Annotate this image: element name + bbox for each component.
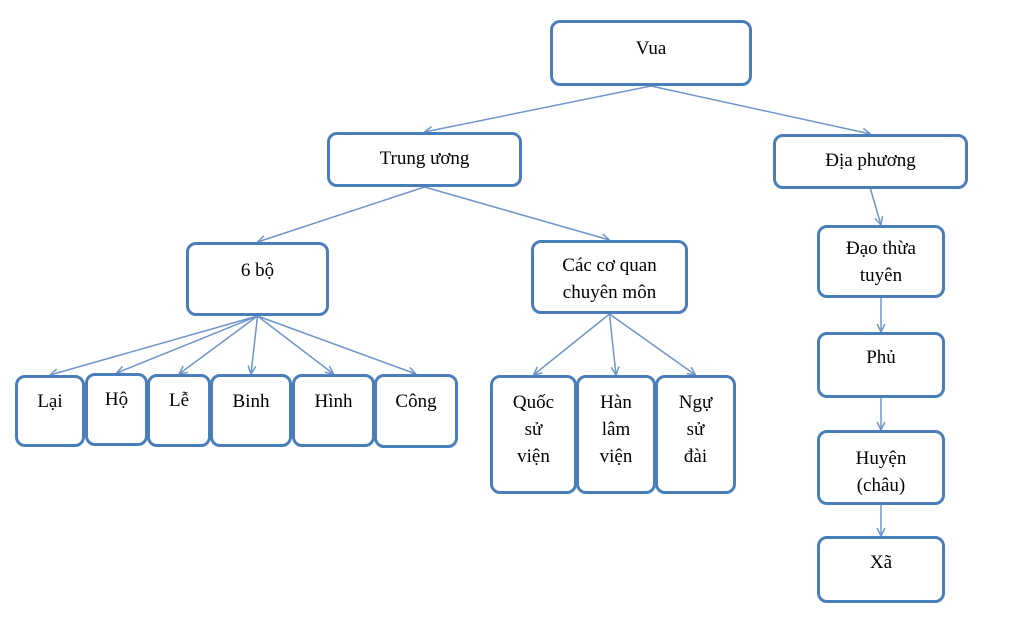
node-label-line: viện xyxy=(517,446,550,467)
connector-arrow xyxy=(869,188,884,226)
node-label-line: Các cơ quan xyxy=(562,255,657,276)
node-label-line: Hộ xyxy=(104,389,129,410)
node-label-line: Huyện xyxy=(855,448,907,469)
node-label-line: đài xyxy=(683,446,708,467)
node-label-line: Hàn xyxy=(600,392,632,413)
node-label-line: tuyên xyxy=(859,265,903,286)
node-label-line: Lại xyxy=(37,391,63,412)
node-xa: Xã xyxy=(817,536,945,603)
node-label-line: Trung ương xyxy=(379,148,470,169)
node-label-line: Lễ xyxy=(168,390,190,411)
node-phu: Phủ xyxy=(817,332,945,398)
connector-arrow xyxy=(49,315,258,378)
node-label-line: sử xyxy=(686,419,705,440)
node-label-line: Vua xyxy=(635,38,667,59)
node-label-line: (châu) xyxy=(856,475,906,496)
connector-arrow xyxy=(424,186,610,243)
connector-arrow xyxy=(876,505,886,537)
node-ho: Hộ xyxy=(85,373,148,446)
connector-arrow xyxy=(257,315,417,376)
node-vua: Vua xyxy=(550,20,752,86)
connector-arrow xyxy=(424,85,652,135)
node-han-lam-vien: Hàn lâm viện xyxy=(576,375,656,494)
connector-arrow xyxy=(532,313,610,376)
node-trung-uong: Trung ương xyxy=(327,132,522,187)
node-lai: Lại xyxy=(15,375,85,447)
node-label-line: viện xyxy=(599,446,633,467)
connector-arrow xyxy=(876,298,886,333)
node-label-line: sử xyxy=(524,419,543,440)
node-huyen-chau: Huyện (châu) xyxy=(817,430,945,505)
connector-arrow xyxy=(608,313,620,376)
node-label-line: Xã xyxy=(869,552,893,573)
node-cac-co-quan-chuyen-mon: Các cơ quan chuyên môn xyxy=(531,240,688,314)
node-cong: Công xyxy=(374,374,458,448)
node-6-bo: 6 bộ xyxy=(186,242,329,316)
connector-arrow xyxy=(256,186,425,244)
connector-arrow xyxy=(650,85,871,137)
node-label-line: Ngự xyxy=(678,392,713,413)
node-label-line: Phủ xyxy=(866,347,896,368)
node-binh: Binh xyxy=(210,374,292,447)
connector-arrow xyxy=(247,315,259,375)
connector-arrow xyxy=(115,315,258,375)
node-label-line: Địa phương xyxy=(825,150,916,171)
node-ngu-su-dai: Ngự sử đài xyxy=(655,375,736,494)
node-label-line: Hình xyxy=(314,391,353,412)
node-label-line: lâm xyxy=(601,419,631,440)
node-label-line: chuyên môn xyxy=(562,282,657,303)
node-hinh: Hình xyxy=(292,374,375,447)
node-dia-phuong: Địa phương xyxy=(773,134,968,189)
node-label-line: Công xyxy=(395,391,437,412)
node-label-line: Binh xyxy=(232,391,270,412)
connector-arrow xyxy=(609,313,697,376)
node-label-line: 6 bộ xyxy=(240,260,275,281)
node-quoc-su-vien: Quốc sử viện xyxy=(490,375,577,494)
node-dao-thua-tuyen: Đạo thừa tuyên xyxy=(817,225,945,298)
connector-arrow xyxy=(257,315,335,375)
connector-arrow xyxy=(876,398,886,431)
node-le: Lễ xyxy=(147,374,211,447)
node-label-line: Quốc xyxy=(512,392,555,413)
connector-arrow xyxy=(178,315,258,375)
node-label-line: Đạo thừa xyxy=(846,238,916,259)
